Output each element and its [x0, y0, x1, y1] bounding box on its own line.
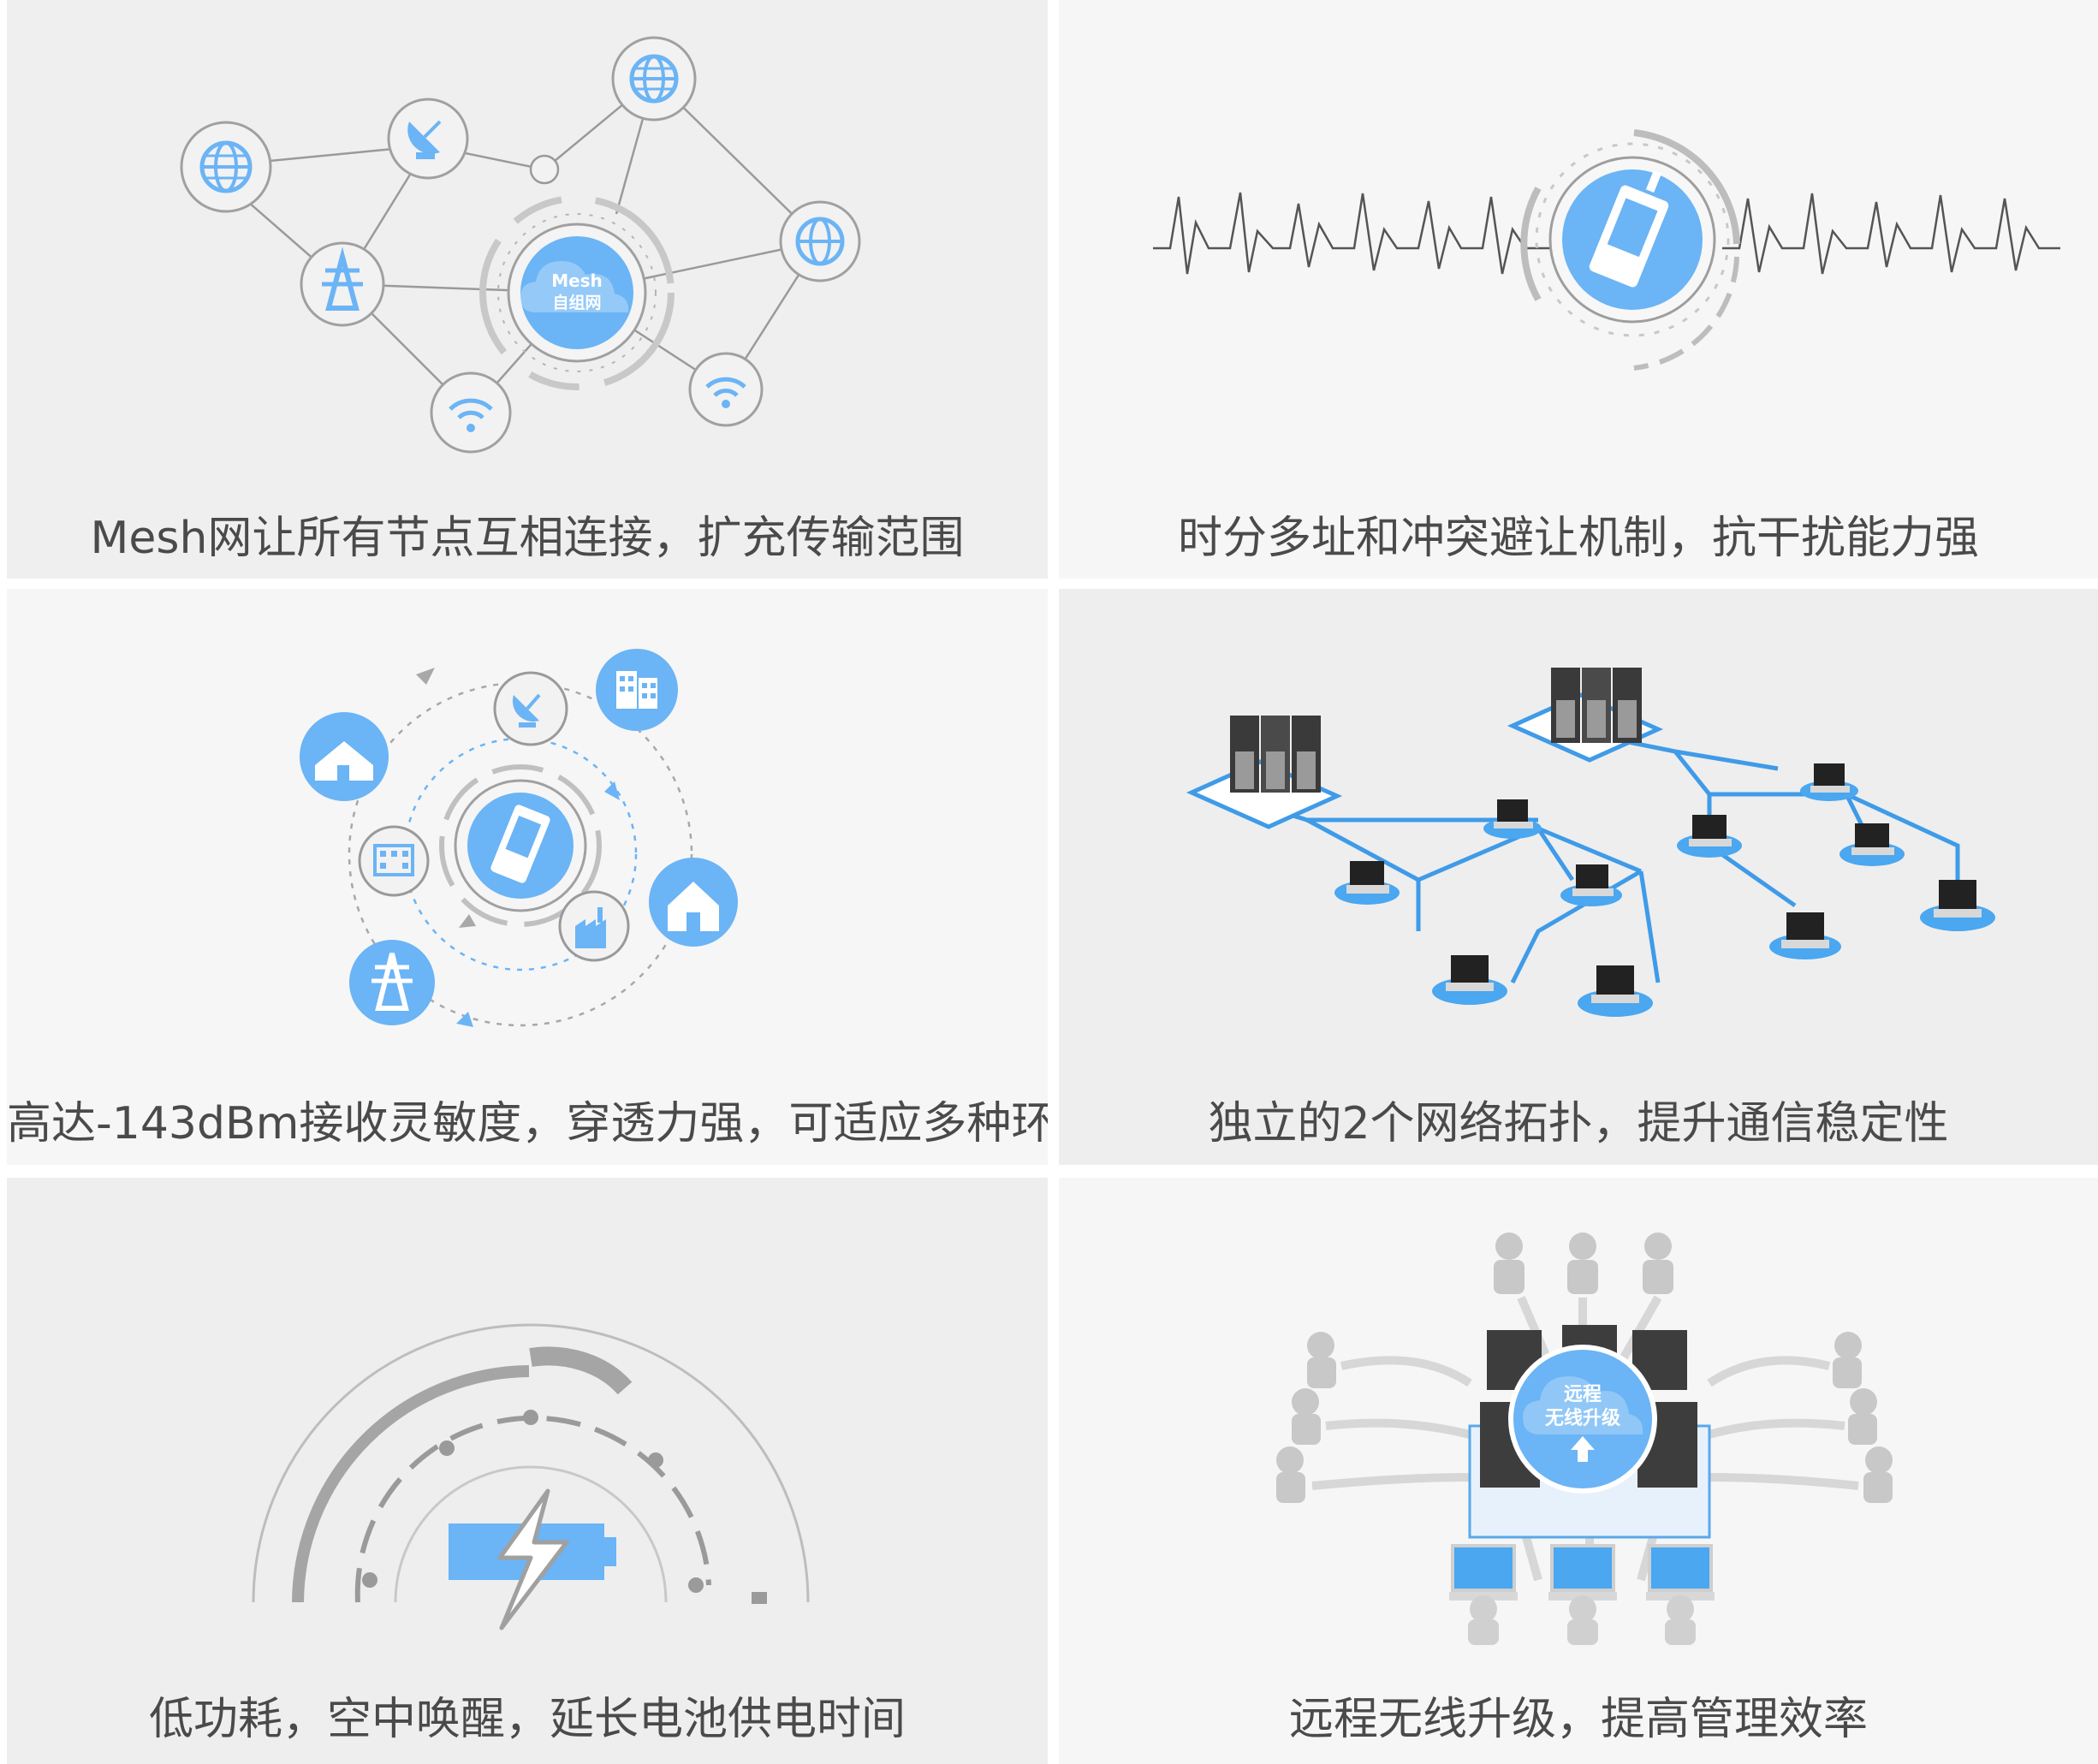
laptop-icon	[1560, 864, 1622, 906]
laptop-icon	[1578, 965, 1653, 1017]
mesh-hub: Mesh 自组网	[479, 195, 675, 390]
mesh-badge-line2: 自组网	[552, 293, 601, 312]
radio-module-hub	[439, 764, 602, 927]
panel-caption: 独立的2个网络拓扑，提升通信稳定性	[1208, 1098, 1949, 1149]
user-icon	[1494, 1232, 1673, 1294]
factory-icon	[558, 890, 630, 962]
laptop-icon	[1449, 1544, 1715, 1601]
power-tower-icon	[300, 241, 385, 327]
panel-caption: 时分多址和冲突避让机制，抗干扰能力强	[1177, 513, 1979, 564]
panel-mesh-network: Mesh 自组网	[7, 0, 1048, 579]
radio-module-icon	[490, 805, 550, 883]
wifi-icon	[430, 371, 512, 454]
waveform-icon	[1153, 192, 2060, 275]
upgrade-badge-line2: 无线升级	[1545, 1407, 1620, 1429]
panel-caption: 低功耗，空中唤醒，延长电池供电时间	[148, 1694, 906, 1745]
building-icon	[358, 825, 430, 897]
laptop-icon	[1677, 815, 1742, 858]
satellite-dish-icon	[493, 671, 568, 746]
radio-module-hub	[1520, 129, 1740, 371]
panel-low-power: 低功耗，空中唤醒，延长电池供电时间	[7, 1178, 1048, 1764]
user-icon	[1276, 1332, 1893, 1503]
radio-module-icon	[1589, 170, 1669, 288]
laptop-icon	[1432, 955, 1507, 1005]
low-power-diagram	[252, 1323, 810, 1630]
laptop-icon	[1769, 912, 1841, 959]
satellite-dish-icon	[387, 98, 469, 180]
server-icon	[1507, 668, 1664, 763]
mesh-network-diagram: Mesh 自组网	[180, 36, 861, 454]
home-icon	[649, 858, 738, 947]
panel-caption: Mesh网让所有节点互相连接，扩充传输范围	[90, 513, 965, 564]
mesh-badge-line1: Mesh	[551, 270, 603, 291]
laptop-icon	[1920, 880, 1995, 931]
cloud-upload-icon: 远程 无线升级	[1508, 1345, 1657, 1494]
dual-topology-diagram	[1186, 668, 1995, 1017]
panel-dual-topology: 独立的2个网络拓扑，提升通信稳定性	[1059, 589, 2098, 1165]
server-icon	[1186, 716, 1343, 829]
laptop-icon	[1483, 799, 1542, 839]
panel-caption: 远程无线升级，提高管理效率	[1288, 1694, 1868, 1745]
lightning-icon	[497, 1488, 569, 1630]
laptop-icon	[1839, 823, 1905, 866]
panel-sensitivity: 高达-143dBm接收灵敏度，穿透力强，可适应多种环境	[7, 589, 1048, 1165]
wifi-icon	[688, 352, 764, 427]
house-icon	[300, 712, 389, 801]
globe-icon	[180, 121, 272, 213]
panel-anti-interference: 时分多址和冲突避让机制，抗干扰能力强	[1059, 0, 2098, 579]
globe-icon	[611, 36, 697, 122]
panel-caption: 高达-143dBm接收灵敏度，穿透力强，可适应多种环境	[7, 1098, 1048, 1149]
power-tower-icon	[349, 940, 435, 1025]
laptop-icon	[1334, 861, 1400, 905]
laptop-icon	[1800, 763, 1858, 801]
anti-interference-diagram	[1153, 129, 2060, 371]
globe-icon	[779, 200, 861, 282]
user-icon	[1468, 1595, 1696, 1645]
upgrade-badge-line1: 远程	[1564, 1384, 1602, 1405]
panel-remote-upgrade: 远程 无线升级 远程无线升级，提高管理效率	[1059, 1178, 2098, 1764]
building-icon	[596, 649, 678, 731]
remote-upgrade-diagram: 远程 无线升级	[1276, 1232, 1893, 1645]
sensitivity-diagram	[300, 649, 738, 1027]
